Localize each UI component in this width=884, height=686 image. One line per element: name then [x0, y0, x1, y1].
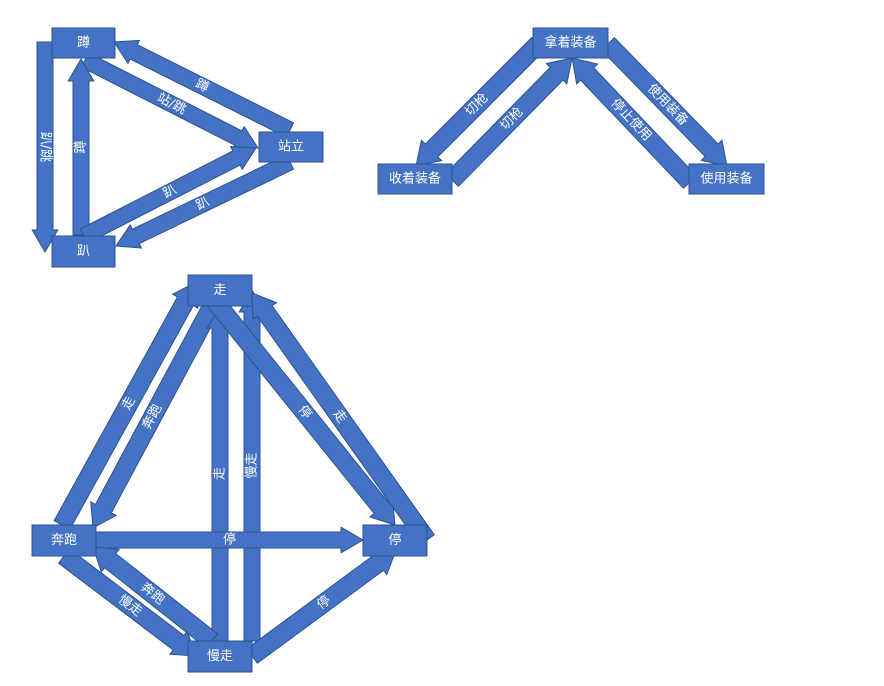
arrow-squat-to-prone: 趴/跳 — [31, 41, 59, 253]
arrow-run-to-stop: 停 — [95, 526, 364, 554]
state-stop: 停 — [362, 524, 428, 557]
state-prone: 趴 — [51, 235, 116, 268]
state-label-using: 使用装备 — [700, 171, 752, 187]
arrow-label: 慢走 — [244, 452, 260, 478]
arrow-stand-to-squat: 蹲 — [113, 39, 295, 138]
arrow-label: 趴 — [194, 194, 212, 213]
state-stand: 站立 — [258, 131, 324, 163]
arrow-prone-to-stand: 趴 — [79, 146, 257, 244]
state-label-stand: 站立 — [278, 140, 304, 155]
posture-diagram: 站/跳蹲趴/跳蹲趴趴蹲站立趴 — [31, 27, 324, 268]
state-label-prone: 趴 — [77, 244, 90, 259]
arrow-stop-to-walk: 走 — [251, 292, 435, 546]
arrow-stowed-to-holding: 切枪 — [444, 57, 573, 188]
state-slow: 慢走 — [187, 640, 253, 673]
arrow-label: 走 — [119, 394, 138, 413]
arrow-label: 停止使用 — [608, 95, 655, 144]
arrow-label: 趴 — [161, 182, 179, 201]
state-label-stowed: 收着装备 — [389, 171, 441, 187]
arrow-label: 走 — [213, 467, 228, 480]
state-stowed: 收着装备 — [377, 163, 453, 195]
state-walk: 走 — [187, 274, 253, 307]
state-squat: 蹲 — [51, 27, 116, 59]
state-label-holding: 拿着装备 — [544, 35, 596, 51]
arrow-walk-to-run: 奔跑 — [90, 301, 221, 529]
state-using: 使用装备 — [688, 163, 765, 195]
state-label-slow: 慢走 — [207, 648, 233, 664]
arrow-label: 使用装备 — [644, 80, 692, 128]
state-holding: 拿着装备 — [532, 27, 609, 59]
arrow-label: 蹲 — [74, 140, 89, 153]
state-label-squat: 蹲 — [77, 36, 90, 51]
state-label-walk: 走 — [213, 283, 226, 298]
state-label-stop: 停 — [388, 532, 401, 548]
arrow-slow-to-walk: 走 — [206, 305, 234, 642]
arrow-stand-to-prone: 趴 — [115, 154, 295, 249]
arrow-slow-to-stop: 停 — [246, 549, 397, 664]
arrow-run-to-walk: 走 — [53, 281, 199, 530]
arrow-label: 停 — [223, 532, 236, 548]
arrow-walk-to-stop: 停 — [206, 293, 396, 526]
state-label-run: 奔跑 — [51, 533, 77, 548]
arrow-run-to-slow: 慢走 — [57, 548, 197, 657]
arrow-prone-to-squat: 蹲 — [67, 58, 95, 236]
arrow-label: 蹲 — [193, 76, 211, 95]
arrow-label: 趴/跳 — [38, 132, 53, 162]
state-run: 奔跑 — [31, 524, 97, 557]
equipment-diagram: 切枪切枪停止使用使用装备拿着装备收着装备使用装备 — [377, 27, 765, 195]
movement-diagram: 走奔跑走慢走停走停慢走奔跑停走奔跑停慢走 — [31, 274, 435, 673]
